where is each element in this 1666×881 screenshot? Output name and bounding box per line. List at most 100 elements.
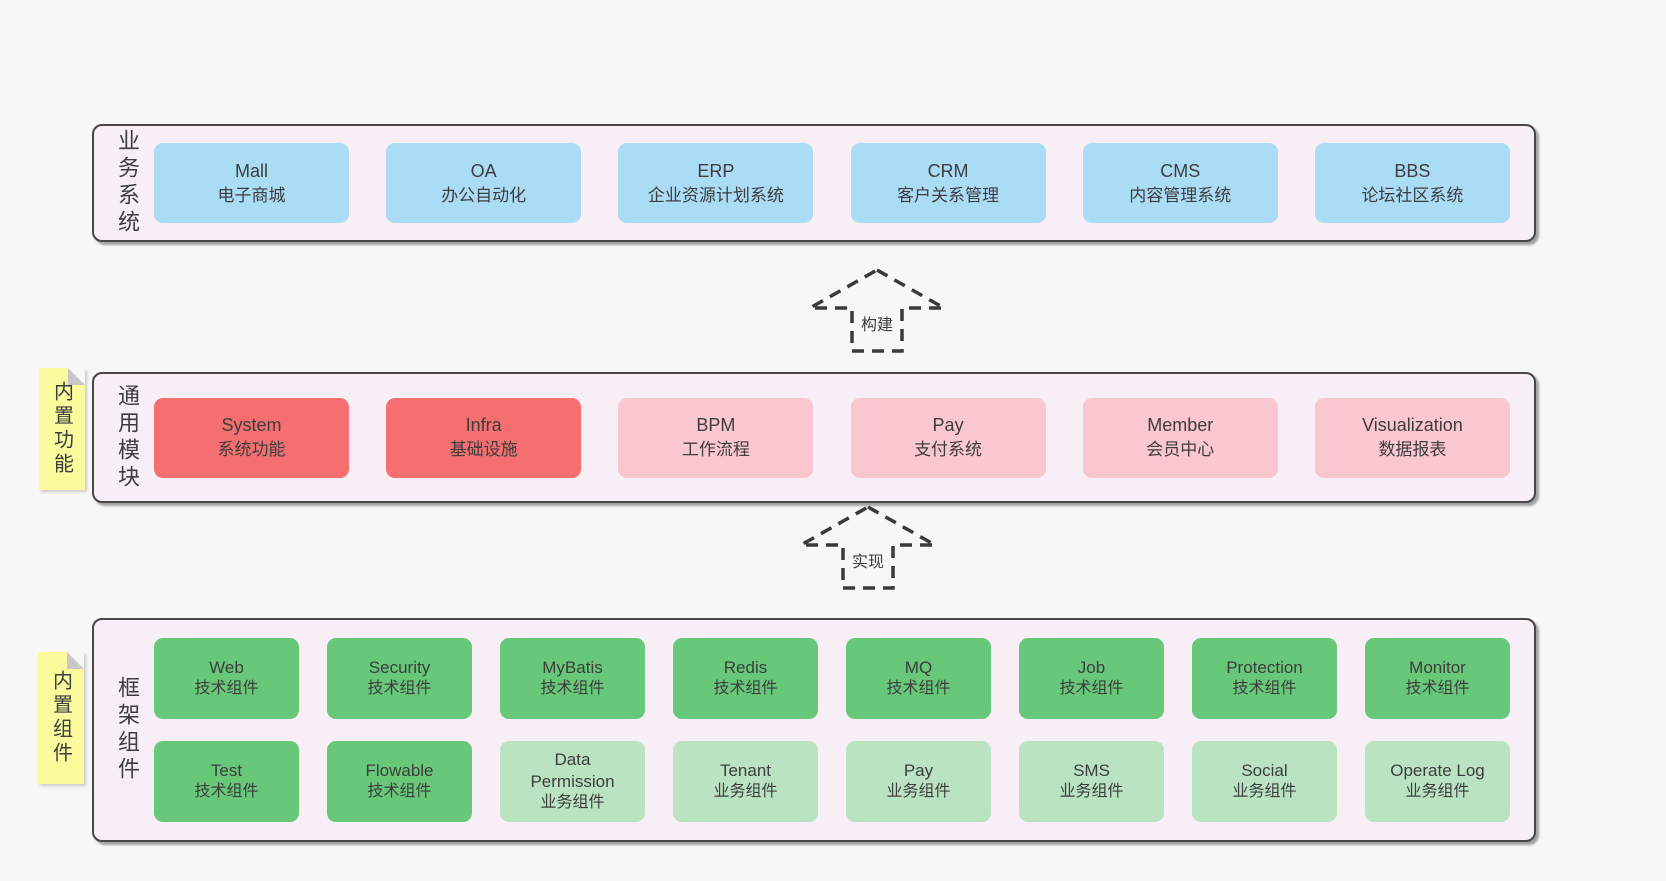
- box-erp: ERP 企业资源计划系统: [618, 143, 814, 223]
- box-title: Redis: [723, 658, 768, 678]
- box-mq: MQ 技术组件: [846, 638, 991, 719]
- box-flowable: Flowable 技术组件: [327, 741, 472, 822]
- box-subtitle: 技术组件: [1059, 680, 1124, 698]
- box-mybatis: MyBatis 技术组件: [500, 638, 645, 719]
- box-row: Test 技术组件 Flowable 技术组件 Data Permission …: [154, 741, 1510, 822]
- box-oa: OA 办公自动化: [386, 143, 582, 223]
- box-title: Monitor: [1409, 658, 1466, 678]
- box-title: BBS: [1394, 160, 1431, 181]
- box-subtitle: 内容管理系统: [1129, 185, 1232, 205]
- box-subtitle: 技术组件: [886, 680, 951, 698]
- box-title: ERP: [697, 160, 735, 181]
- box-title: OA: [470, 160, 497, 181]
- box-title: Mall: [234, 160, 268, 181]
- box-crm: CRM 客户关系管理: [850, 143, 1046, 223]
- box-title: Security: [368, 658, 431, 678]
- box-job: Job 技术组件: [1019, 638, 1164, 719]
- panel-common-modules: 通用模块 System 系统功能 Infra 基础设施 BPM 工作流程 Pay…: [92, 372, 1536, 503]
- box-title: Test: [210, 761, 243, 781]
- box-title: Pay: [903, 761, 934, 781]
- box-subtitle: 数据报表: [1378, 440, 1447, 460]
- box-title: MQ: [904, 658, 933, 678]
- box-tenant: Tenant 业务组件: [673, 741, 818, 822]
- box-title: Visualization: [1362, 415, 1463, 436]
- box-pay-module: Pay 支付系统: [850, 397, 1046, 478]
- box-title: Job: [1077, 658, 1106, 678]
- box-bpm: BPM 工作流程: [618, 397, 814, 478]
- box-subtitle: 技术组件: [540, 680, 605, 698]
- dashed-up-arrow-icon: [794, 504, 942, 590]
- box-row: System 系统功能 Infra 基础设施 BPM 工作流程 Pay 支付系统…: [154, 374, 1510, 501]
- component-rows: Web 技术组件 Security 技术组件 MyBatis 技术组件 Redi…: [154, 620, 1510, 840]
- box-mall: Mall 电子商城: [154, 143, 349, 223]
- box-subtitle: 业务组件: [1059, 783, 1124, 801]
- box-title: BPM: [696, 415, 736, 436]
- box-subtitle: 电子商城: [217, 185, 286, 205]
- box-title: Web: [209, 658, 244, 678]
- box-subtitle: 技术组件: [194, 783, 259, 801]
- box-member: Member 会员中心: [1082, 397, 1278, 478]
- box-subtitle: 技术组件: [713, 680, 778, 698]
- note-built-in-components: 内置组件: [38, 652, 84, 784]
- box-subtitle: 技术组件: [194, 680, 259, 698]
- box-title: Social: [1241, 761, 1288, 781]
- box-test: Test 技术组件: [154, 741, 299, 822]
- box-sms: SMS 业务组件: [1019, 741, 1164, 822]
- box-title: SMS: [1073, 761, 1110, 781]
- panel-side-label: 业务系统: [115, 129, 140, 237]
- box-title: Infra: [465, 415, 502, 436]
- panel-business-systems: 业务系统 Mall 电子商城 OA 办公自动化 ERP 企业资源计划系统 CRM…: [92, 124, 1536, 242]
- box-infra: Infra 基础设施: [386, 397, 582, 478]
- box-row: Mall 电子商城 OA 办公自动化 ERP 企业资源计划系统 CRM 客户关系…: [154, 126, 1510, 240]
- box-data-permission: Data Permission 业务组件: [500, 741, 645, 822]
- box-title: Data Permission: [530, 750, 615, 792]
- box-title: Member: [1147, 415, 1214, 436]
- box-title: CMS: [1160, 160, 1201, 181]
- box-pay-component: Pay 业务组件: [846, 741, 991, 822]
- box-subtitle: 业务组件: [1232, 783, 1297, 801]
- box-security: Security 技术组件: [327, 638, 472, 719]
- note-built-in-functions: 内置功能: [39, 368, 85, 490]
- box-social: Social 业务组件: [1192, 741, 1337, 822]
- box-subtitle: 技术组件: [1405, 680, 1470, 698]
- box-title: Tenant: [719, 761, 772, 781]
- box-subtitle: 基础设施: [449, 440, 518, 460]
- box-operate-log: Operate Log 业务组件: [1365, 741, 1510, 822]
- box-visualization: Visualization 数据报表: [1314, 397, 1510, 478]
- panel-side-label: 框架组件: [115, 676, 140, 784]
- box-bbs: BBS 论坛社区系统: [1314, 143, 1510, 223]
- box-subtitle: 业务组件: [713, 783, 778, 801]
- box-subtitle: 客户关系管理: [897, 185, 1000, 205]
- dashed-up-arrow-icon: [803, 267, 951, 353]
- box-subtitle: 技术组件: [367, 783, 432, 801]
- box-subtitle: 技术组件: [1232, 680, 1297, 698]
- box-subtitle: 企业资源计划系统: [647, 185, 784, 205]
- box-title: MyBatis: [542, 658, 603, 678]
- panel-side-label: 通用模块: [115, 383, 140, 492]
- box-protection: Protection 技术组件: [1192, 638, 1337, 719]
- box-title: Protection: [1226, 658, 1303, 678]
- box-web: Web 技术组件: [154, 638, 299, 719]
- box-title: CRM: [927, 160, 969, 181]
- box-title: Flowable: [365, 761, 434, 781]
- box-subtitle: 业务组件: [1405, 783, 1470, 801]
- box-title: Operate Log: [1390, 761, 1485, 781]
- box-monitor: Monitor 技术组件: [1365, 638, 1510, 719]
- box-subtitle: 论坛社区系统: [1361, 185, 1464, 205]
- box-title: Pay: [932, 415, 964, 436]
- box-subtitle: 业务组件: [540, 794, 605, 812]
- panel-framework-components: 框架组件 Web 技术组件 Security 技术组件 MyBatis 技术组件…: [92, 618, 1536, 842]
- arrow-label: 构建: [854, 310, 900, 336]
- build-arrow: 构建: [802, 266, 952, 354]
- box-system: System 系统功能: [154, 397, 349, 478]
- box-subtitle: 办公自动化: [441, 185, 527, 205]
- box-title: System: [221, 415, 282, 436]
- box-subtitle: 支付系统: [914, 440, 983, 460]
- box-cms: CMS 内容管理系统: [1082, 143, 1278, 223]
- arrow-label: 实现: [845, 547, 891, 573]
- box-subtitle: 会员中心: [1146, 440, 1215, 460]
- box-row: Web 技术组件 Security 技术组件 MyBatis 技术组件 Redi…: [154, 638, 1510, 719]
- box-redis: Redis 技术组件: [673, 638, 818, 719]
- implement-arrow: 实现: [793, 503, 943, 591]
